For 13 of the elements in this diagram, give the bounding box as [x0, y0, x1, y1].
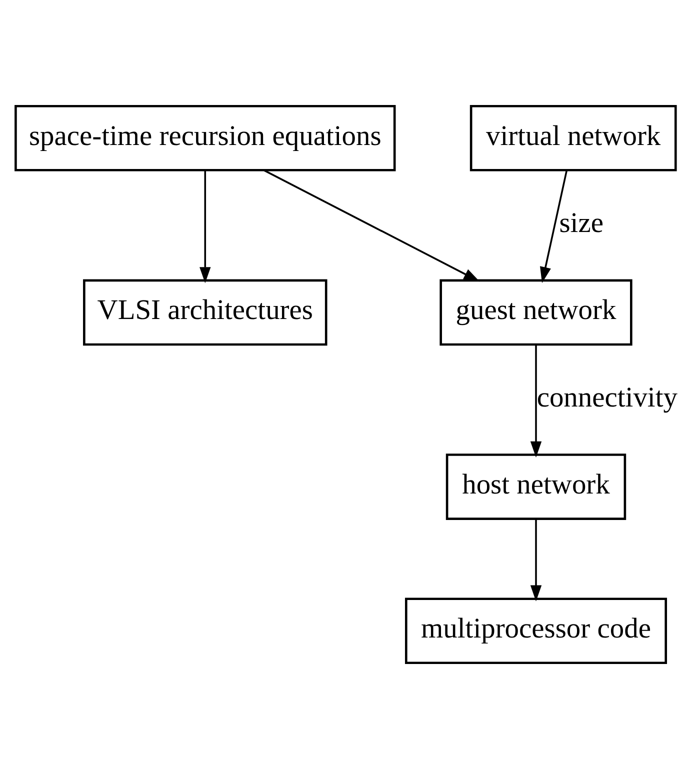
node-box: host network [446, 454, 626, 520]
arrow [530, 344, 542, 458]
edge-label: connectivity [536, 382, 678, 414]
node-box: space-time recursion equations [14, 104, 396, 172]
edge-label: size [559, 208, 604, 240]
arrow [540, 170, 568, 284]
arrow [200, 170, 211, 284]
node-box: virtual network [470, 104, 677, 172]
node-box: VLSI architectures [83, 279, 328, 346]
arrow [264, 170, 480, 282]
node-box: guest network [440, 279, 632, 346]
arrow [530, 519, 542, 602]
node-box: multiprocessor code [405, 598, 667, 664]
